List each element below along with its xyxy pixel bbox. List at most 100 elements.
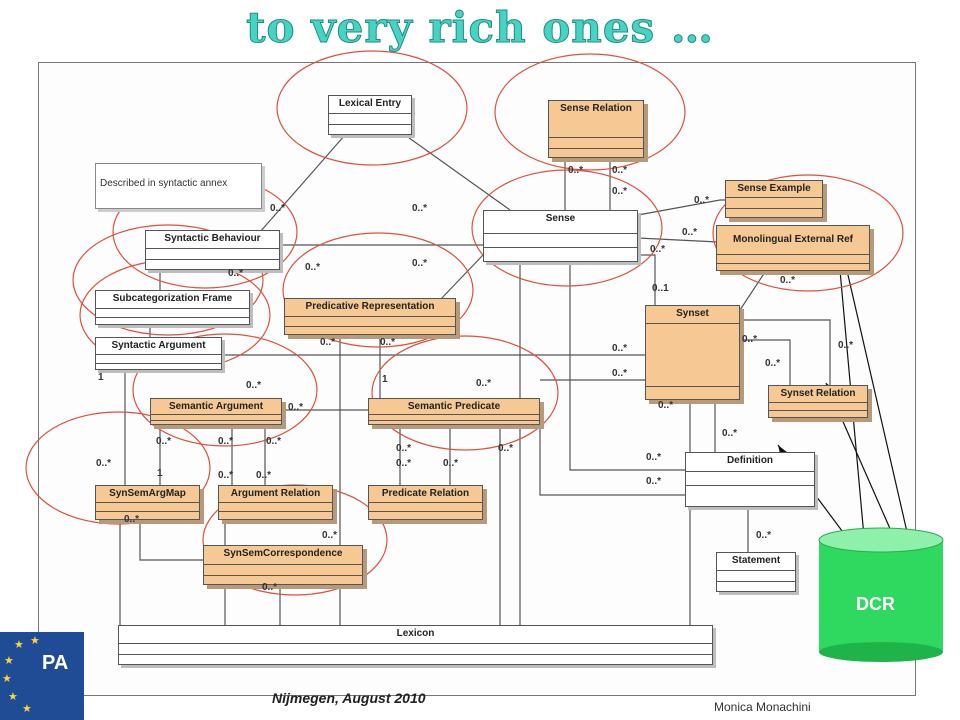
class-label: SynSemCorrespondence xyxy=(223,548,343,559)
multiplicity: 0..* xyxy=(124,514,140,525)
class-statement: Statement xyxy=(716,552,796,592)
class-syntactic-argument: Syntactic Argument xyxy=(95,337,222,370)
multiplicity: 0..* xyxy=(396,458,412,469)
star-icon: ★ xyxy=(22,703,32,715)
multiplicity: 0..* xyxy=(780,275,796,286)
star-icon: ★ xyxy=(2,673,12,685)
class-label: Sense xyxy=(545,213,576,224)
line-synset-synsetrel1 xyxy=(740,319,831,385)
class-label: Argument Relation xyxy=(230,488,321,499)
star-icon: ★ xyxy=(8,691,18,703)
class-label: Sense Relation xyxy=(560,103,632,114)
multiplicity: 0..* xyxy=(322,530,338,541)
multiplicity: 0..* xyxy=(412,203,428,214)
multiplicity: 0..* xyxy=(270,203,286,214)
multiplicity: 0..* xyxy=(646,452,662,463)
highlight-semantic-argument xyxy=(132,333,318,447)
class-synsemcorrespondence: SynSemCorrespondence xyxy=(203,545,363,585)
class-label: Sense Example xyxy=(737,183,811,194)
footer-location-date: Nijmegen, August 2010 xyxy=(272,690,426,706)
multiplicity: 0..* xyxy=(246,380,262,391)
star-icon: ★ xyxy=(14,639,24,651)
highlight-subcat-frame xyxy=(72,224,264,336)
line-sense-synset xyxy=(638,254,656,305)
multiplicity: 1 xyxy=(382,374,388,385)
class-label: Statement xyxy=(731,555,781,566)
dcr-cylinder xyxy=(818,527,944,662)
class-semantic-predicate: Semantic Predicate xyxy=(368,398,540,425)
highlight-synsemargmap xyxy=(25,411,211,525)
multiplicity: 0..* xyxy=(756,530,772,541)
line-sense-definition xyxy=(569,262,685,471)
class-sense-example: Sense Example xyxy=(725,180,823,218)
multiplicity: 0..1 xyxy=(652,283,669,294)
line-sense-example xyxy=(637,199,725,216)
class-label: Synset Relation xyxy=(780,388,856,399)
class-label: Syntactic Argument xyxy=(111,340,206,351)
multiplicity: 1 xyxy=(98,372,104,383)
class-sense: Sense xyxy=(483,210,638,262)
slide-title: to very rich ones … xyxy=(246,3,714,53)
line-sense-monoref xyxy=(637,237,719,243)
multiplicity: 0..* xyxy=(320,337,336,348)
class-label: Semantic Argument xyxy=(168,401,264,412)
multiplicity: 0..* xyxy=(218,436,234,447)
multiplicity: 0..* xyxy=(498,443,514,454)
multiplicity: 0..* xyxy=(612,186,628,197)
multiplicity: 0..* xyxy=(682,227,698,238)
multiplicity: 0..* xyxy=(658,400,674,411)
class-synsemargmap: SynSemArgMap xyxy=(95,485,200,520)
footer-author: Monica Monachini xyxy=(714,700,811,714)
multiplicity: 0..* xyxy=(305,262,321,273)
multiplicity: 0..* xyxy=(476,378,492,389)
highlight-predicative-rep xyxy=(282,232,474,348)
class-synset-relation: Synset Relation xyxy=(768,385,868,418)
class-label: Lexical Entry xyxy=(338,98,402,109)
multiplicity: 0..* xyxy=(838,340,854,351)
multiplicity: 0..* xyxy=(266,436,282,447)
line-synset-synsetrel2 xyxy=(740,339,791,385)
multiplicity: 0..* xyxy=(612,368,628,379)
highlight-monolingual-ref xyxy=(712,174,904,292)
highlight-semantic-predicate xyxy=(371,335,559,451)
highlight-lexical-entry xyxy=(276,50,468,166)
syntactic-annex-note: Described in syntactic annex xyxy=(95,163,262,209)
note-text: Described in syntactic annex xyxy=(100,178,228,189)
class-subcategorization-frame: Subcategorization Frame xyxy=(95,290,250,325)
class-argument-relation: Argument Relation xyxy=(218,485,333,520)
multiplicity: 0..* xyxy=(612,343,628,354)
logo-text: PA xyxy=(42,652,69,674)
star-icon: ★ xyxy=(4,655,14,667)
class-label: Predicate Relation xyxy=(381,488,470,499)
class-label: Lexicon xyxy=(396,628,435,639)
class-label: Subcategorization Frame xyxy=(112,293,233,304)
class-label: Semantic Predicate xyxy=(407,401,501,412)
multiplicity: 0..* xyxy=(646,476,662,487)
multiplicity: 0..* xyxy=(412,258,428,269)
multiplicity: 0..* xyxy=(443,458,459,469)
highlight-sense-relation xyxy=(494,53,686,171)
class-monolingual-external-ref: Monolingual External Ref xyxy=(716,225,870,271)
arrow-dcr-synset xyxy=(847,274,911,546)
highlight-sense xyxy=(471,169,663,287)
multiplicity: 0..* xyxy=(396,443,412,454)
class-lexical-entry: Lexical Entry xyxy=(328,95,412,135)
dcr-label: DCR xyxy=(856,594,895,614)
multiplicity: 0..* xyxy=(612,165,628,176)
multiplicity: 0..* xyxy=(218,470,234,481)
class-label: Definition xyxy=(726,455,774,466)
class-predicate-relation: Predicate Relation xyxy=(368,485,483,520)
class-synset: Synset xyxy=(645,305,740,400)
multiplicity: 1 xyxy=(157,468,163,479)
line-argmap-correspondence xyxy=(139,520,205,561)
multiplicity: 0..* xyxy=(96,458,112,469)
line-lexentry-sense xyxy=(404,134,511,211)
multiplicity: 0..* xyxy=(742,334,758,345)
class-semantic-argument: Semantic Argument xyxy=(150,398,282,425)
class-label: Syntactic Behaviour xyxy=(164,233,261,244)
line-lexentry-synbehaviour xyxy=(259,134,346,233)
class-syntactic-behaviour: Syntactic Behaviour xyxy=(145,230,280,270)
class-label: Monolingual External Ref xyxy=(732,234,853,245)
project-logo: ★ ★ ★ ★ ★ ★ PA xyxy=(0,632,84,720)
